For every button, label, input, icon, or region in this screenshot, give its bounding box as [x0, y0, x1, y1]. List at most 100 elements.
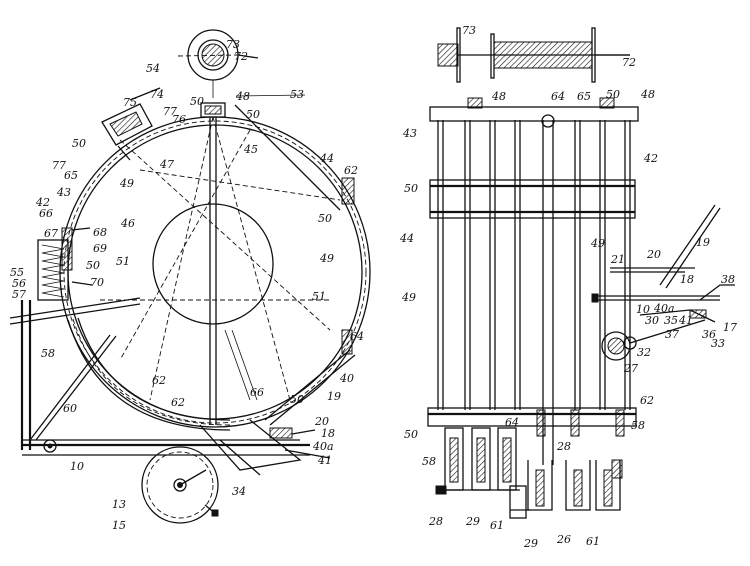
ref-label: 10 — [70, 460, 84, 473]
ref-label: 49 — [590, 237, 605, 250]
ref-label: 50 — [606, 88, 620, 101]
ref-label: 77 — [163, 105, 177, 118]
ref-label: 50 — [86, 259, 100, 272]
ref-label: 48 — [491, 90, 506, 103]
ref-label: 50 — [404, 182, 418, 195]
ref-label: 29 — [523, 537, 538, 550]
ref-label: 54 — [146, 62, 160, 75]
ref-label: 76 — [172, 113, 186, 126]
ref-label: 55 — [10, 266, 24, 279]
ref-label: 49 — [319, 252, 334, 265]
spring-column — [37, 227, 93, 301]
ref-label: 73 — [226, 38, 240, 51]
ref-label: 35 — [664, 314, 678, 327]
ref-label: 69 — [93, 242, 107, 255]
ref-label: 45 — [243, 143, 258, 156]
ref-label: 33 — [711, 337, 725, 350]
ref-label: 38 — [721, 273, 735, 286]
ref-label: 51 — [312, 290, 326, 303]
ref-label: 28 — [428, 515, 443, 528]
ref-label: 57 — [12, 288, 26, 301]
ref-label: 64 — [551, 90, 565, 103]
ref-label: 15 — [112, 519, 126, 532]
ref-label: 75 — [123, 96, 137, 109]
ref-label: 40a — [653, 302, 675, 315]
ref-label: 67 — [44, 227, 58, 240]
ref-label: 50 — [318, 212, 332, 225]
ref-label: 64 — [505, 416, 519, 429]
ref-label: 40a — [312, 440, 334, 453]
ref-label: 19 — [696, 236, 710, 249]
ref-label: 41 — [317, 454, 332, 467]
ref-label: 48 — [640, 88, 655, 101]
ref-label: 65 — [577, 90, 591, 103]
ref-label: 53 — [290, 88, 304, 101]
ref-label: 21 — [610, 253, 625, 266]
ref-label: 17 — [723, 321, 737, 334]
ref-label: 20 — [314, 415, 329, 428]
ref-label: 41 — [678, 314, 693, 327]
ref-label: 20 — [646, 248, 661, 261]
ref-label: 62 — [171, 396, 185, 409]
ref-label: 32 — [637, 346, 651, 359]
ref-label: 18 — [680, 273, 694, 286]
ref-label: 49 — [401, 291, 416, 304]
ref-label: 30 — [645, 314, 659, 327]
ref-label: 37 — [665, 328, 679, 341]
ref-label: 70 — [90, 276, 104, 289]
ref-label: 73 — [462, 24, 476, 37]
ref-label: 62 — [640, 394, 654, 407]
ref-label: 64 — [350, 330, 364, 343]
ref-label: 58 — [422, 455, 436, 468]
frame — [9, 297, 310, 456]
trough — [67, 317, 302, 476]
ref-label: 13 — [112, 498, 126, 511]
ref-label: 43 — [402, 127, 417, 140]
ref-label: 19 — [327, 390, 341, 403]
ref-label: 66 — [39, 207, 53, 220]
lower-clevises — [435, 409, 625, 519]
ref-label: 50 — [246, 108, 260, 121]
ref-label: 65 — [64, 169, 78, 182]
ref-label: 61 — [586, 535, 600, 548]
ref-label: 68 — [93, 226, 107, 239]
ref-label: 43 — [56, 186, 71, 199]
ref-label: 47 — [159, 158, 174, 171]
ref-label: 50 — [290, 393, 304, 406]
gear-wheel — [141, 446, 219, 524]
ref-label: 26 — [556, 533, 571, 546]
spool-side-view — [437, 27, 630, 83]
side-view-figure — [9, 29, 371, 524]
reference-labels: 73 54 72 53 48 50 75 74 77 76 50 50 47 4… — [10, 24, 737, 550]
ref-label: 62 — [344, 164, 358, 177]
ref-label: 58 — [41, 347, 55, 360]
ref-label: 36 — [702, 328, 716, 341]
ref-label: 56 — [12, 277, 26, 290]
ref-label: 42 — [35, 196, 50, 209]
ref-label: 77 — [52, 159, 66, 172]
feed-fixture — [101, 87, 161, 161]
ref-label: 51 — [116, 255, 130, 268]
spool-end-view — [177, 29, 259, 98]
ref-label: 74 — [150, 88, 164, 101]
ref-label: 10 — [636, 303, 650, 316]
ref-label: 49 — [119, 177, 134, 190]
ref-label: 44 — [399, 232, 414, 245]
drive-mechanism — [591, 204, 735, 361]
drum — [59, 94, 371, 428]
ref-label: 50 — [72, 137, 86, 150]
rods — [437, 120, 631, 465]
ref-label: 34 — [232, 485, 246, 498]
ref-label: 42 — [643, 152, 658, 165]
ref-label: 62 — [152, 374, 166, 387]
ref-label: 44 — [319, 152, 334, 165]
ref-label: 58 — [631, 419, 645, 432]
discharge-bracket — [264, 349, 356, 459]
ref-label: 60 — [63, 402, 77, 415]
ref-label: 66 — [250, 386, 264, 399]
ref-label: 18 — [321, 427, 335, 440]
ref-label: 50 — [190, 95, 204, 108]
ref-label: 29 — [465, 515, 480, 528]
ref-label: 72 — [622, 56, 636, 69]
